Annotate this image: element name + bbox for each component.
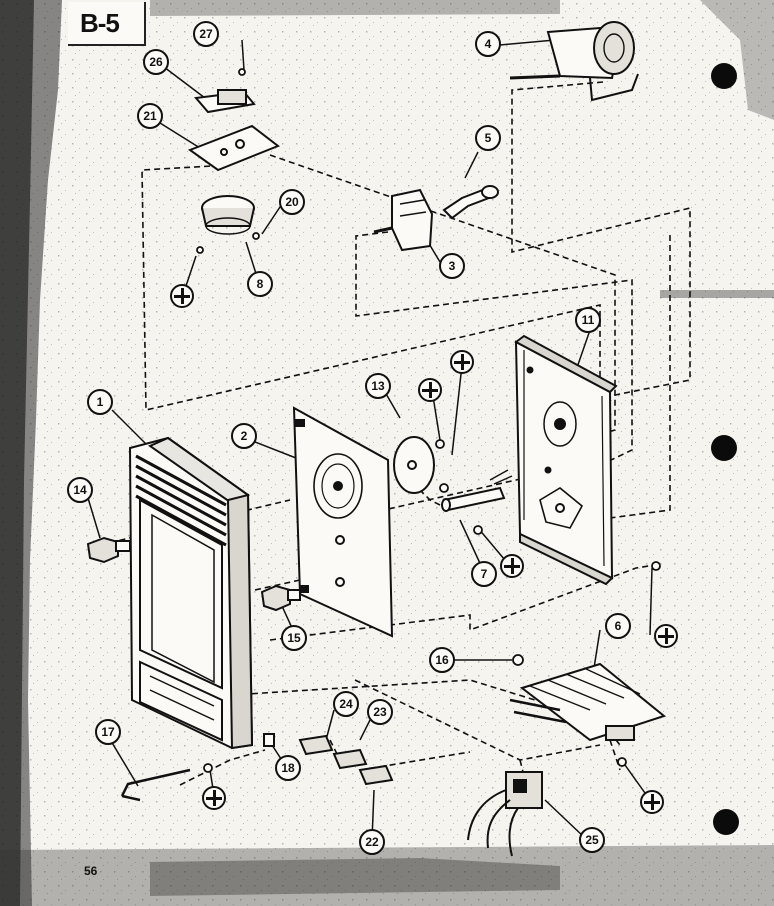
callout-25: 25 — [579, 827, 605, 853]
thermostat-part — [201, 195, 255, 235]
crosshead-screw-icon — [654, 624, 678, 648]
callout-20: 20 — [279, 189, 305, 215]
callout-5: 5 — [475, 125, 501, 151]
page-tag: B-5 — [68, 2, 146, 46]
callout-2: 2 — [231, 423, 257, 449]
callout-13: 13 — [365, 373, 391, 399]
binder-hole-middle — [711, 435, 737, 461]
control-knob-15 — [260, 584, 301, 612]
crosshead-screw-icon — [418, 378, 442, 402]
burner-tray-part — [509, 662, 667, 742]
front-cabinet-part — [128, 436, 254, 750]
mounting-plate-part — [292, 406, 394, 638]
control-knob-14 — [86, 536, 131, 564]
callout-24: 24 — [333, 691, 359, 717]
callout-14: 14 — [67, 477, 93, 503]
callout-18: 18 — [275, 755, 301, 781]
binder-hole-bottom — [713, 809, 739, 835]
callout-23: 23 — [367, 699, 393, 725]
callout-26: 26 — [143, 49, 169, 75]
fan-motor-part — [509, 21, 639, 102]
callout-11: 11 — [575, 307, 601, 333]
crosshead-screw-icon — [450, 350, 474, 374]
callout-15: 15 — [281, 625, 307, 651]
callout-6: 6 — [605, 613, 631, 639]
crosshead-screw-icon — [170, 284, 194, 308]
bracket-parts — [187, 89, 281, 172]
crosshead-screw-icon — [500, 554, 524, 578]
terminal-blocks — [298, 734, 394, 786]
chassis-frame-part — [514, 334, 618, 586]
nut-parts — [196, 68, 661, 773]
callout-9: 8 — [247, 271, 273, 297]
wire-connector-part — [467, 771, 543, 857]
callout-21: 21 — [137, 103, 163, 129]
callout-4: 4 — [475, 31, 501, 57]
callout-17: 17 — [95, 719, 121, 745]
page-number: 56 — [84, 864, 98, 878]
callout-22: 22 — [359, 829, 385, 855]
callout-3: 3 — [439, 253, 465, 279]
binder-hole-top — [711, 63, 737, 89]
disk-part — [393, 436, 435, 494]
callout-7: 7 — [471, 561, 497, 587]
crosshead-screw-icon — [640, 790, 664, 814]
selector-switch-part — [373, 185, 499, 252]
page-tag-label: B-5 — [80, 8, 120, 38]
callout-1: 1 — [87, 389, 113, 415]
crosshead-screw-icon — [202, 786, 226, 810]
rod-and-clip-parts — [120, 733, 275, 802]
callout-16: 16 — [429, 647, 455, 673]
callout-27: 27 — [193, 21, 219, 47]
shaft-part — [441, 469, 513, 512]
